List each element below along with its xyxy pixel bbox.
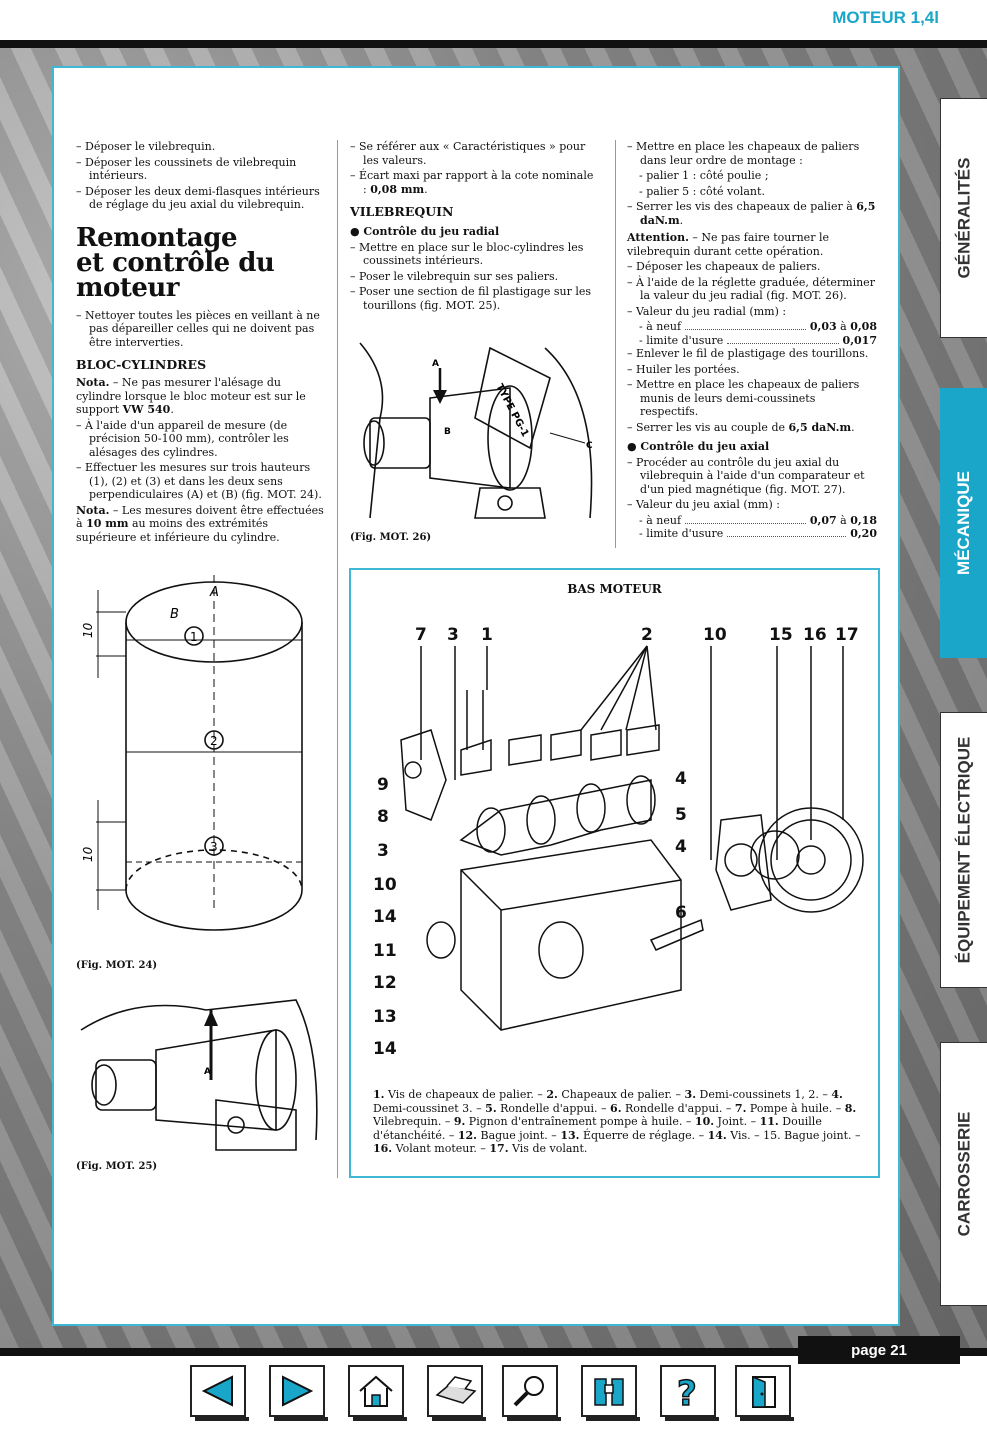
tab-carrosserie[interactable]: CARROSSERIE — [940, 1042, 987, 1306]
svg-text:10: 10 — [373, 875, 397, 895]
nota-1: Nota. – Ne pas mesurer l'alésage du cyli… — [76, 376, 306, 416]
attention-note: Attention. – Ne pas faire tourner le vil… — [627, 231, 829, 258]
svg-text:4: 4 — [675, 837, 687, 857]
svg-text:10: 10 — [703, 625, 727, 645]
svg-text:14: 14 — [373, 907, 397, 927]
column-3: – Mettre en place les chapeaux de palier… — [627, 140, 877, 540]
fig26-label-b: B — [444, 427, 451, 437]
next-icon — [282, 1375, 314, 1407]
legend-item-8: 8. Vilebrequin. – — [373, 1101, 857, 1129]
legend-item-6: 6. Rondelle d'appui. – — [610, 1101, 735, 1115]
figure-mot-26-plastigage: TYPE PG-1 A B C — [350, 338, 602, 528]
figure-mot-24-cylinder: A B 1 2 3 10 10 — [74, 560, 324, 955]
caption-fig-mot-26: (Fig. MOT. 26) — [350, 532, 432, 543]
exit-button[interactable] — [735, 1365, 794, 1421]
bas-moteur-legend: 1. Vis de chapeaux de palier. – 2. Chape… — [373, 1088, 863, 1156]
legend-item-4: 4. Demi-coussinet 3. – — [373, 1088, 843, 1115]
legend-item-16: 16. Volant moteur. – — [373, 1142, 490, 1155]
fig24-label-3: 3 — [210, 840, 218, 854]
print-button[interactable] — [427, 1365, 486, 1421]
heading-vilebrequin: VILEBREQUIN — [350, 204, 454, 219]
previous-page-button[interactable] — [190, 1365, 249, 1421]
legend-item-7: 7. Pompe à huile. – — [734, 1101, 845, 1115]
legend-item-9: 9. Pignon d'entraînement pompe à huile. … — [453, 1115, 695, 1128]
search-icon — [513, 1376, 544, 1407]
svg-text:9: 9 — [377, 775, 389, 795]
home-button[interactable] — [348, 1365, 407, 1421]
fig24-dim-10-top: 10 — [81, 622, 95, 638]
fig24-label-1: 1 — [190, 630, 198, 644]
previous-icon — [201, 1375, 233, 1407]
tab-generalites[interactable]: GÉNÉRALITÉS — [940, 98, 987, 338]
caption-fig-mot-25: (Fig. MOT. 25) — [76, 1161, 158, 1172]
home-icon — [359, 1375, 393, 1407]
svg-text:16: 16 — [803, 625, 827, 645]
bottom-rule — [0, 1348, 987, 1356]
svg-text:15: 15 — [769, 625, 793, 645]
svg-text:2: 2 — [641, 625, 653, 645]
fig24-label-a: A — [209, 585, 219, 600]
svg-text:4: 4 — [675, 769, 687, 789]
fig24-label-b: B — [170, 607, 179, 622]
legend-item-1: 1. Vis de chapeaux de palier. – — [373, 1088, 547, 1101]
bas-moteur-exploded-view: 7 3 1 2 10 15 16 17 9 8 3 10 14 11 12 13… — [373, 625, 864, 1059]
column-1: – Déposer le vilebrequin. – Déposer les … — [76, 140, 324, 544]
fig24-dim-10-bottom: 10 — [81, 846, 95, 862]
figure-mot-25-crankshaft: A — [76, 990, 324, 1152]
heading-bloc-cylindres: BLOC-CYLINDRES — [76, 357, 207, 372]
help-icon: ? — [676, 1373, 697, 1411]
svg-text:17: 17 — [835, 625, 859, 645]
column-divider — [337, 140, 338, 1178]
svg-text:?: ? — [677, 1374, 697, 1411]
exit-icon — [752, 1375, 776, 1408]
svg-text:7: 7 — [415, 625, 427, 645]
svg-text:14: 14 — [373, 1039, 397, 1059]
top-rule — [0, 40, 987, 48]
bas-moteur-title: BAS MOTEUR — [567, 582, 662, 596]
legend-item-14: 14. Vis. – 15. Bague joint. – — [707, 1128, 861, 1142]
binoculars-icon — [594, 1378, 624, 1406]
heading-jeu-axial: ● Contrôle du jeu axial — [627, 440, 770, 453]
fig25-label-a: A — [204, 1067, 211, 1077]
svg-text:1: 1 — [481, 625, 493, 645]
legend-item-13: 13. Équerre de réglage. – — [560, 1128, 708, 1142]
legend-item-12: 12. Bague joint. – — [457, 1128, 561, 1142]
fig24-label-2: 2 — [210, 734, 218, 748]
svg-text:12: 12 — [373, 973, 397, 993]
svg-text:13: 13 — [373, 1007, 397, 1027]
svg-text:11: 11 — [373, 941, 397, 961]
svg-text:3: 3 — [447, 625, 459, 645]
binoculars-button[interactable] — [581, 1365, 640, 1421]
column-2: – Se référer aux « Caractéristiques » po… — [350, 140, 600, 314]
help-button[interactable]: ? — [660, 1365, 719, 1421]
fig26-label-c: C — [586, 441, 593, 451]
section-title-remontage: Remontage et contrôle du moteur — [76, 222, 275, 303]
column-divider — [615, 140, 616, 548]
page-number: page 21 — [798, 1336, 960, 1364]
next-page-button[interactable] — [269, 1365, 328, 1421]
nota-2: Nota. – Les mesures doivent être effectu… — [76, 503, 324, 544]
caption-fig-mot-24: (Fig. MOT. 24) — [76, 960, 158, 971]
heading-jeu-radial: ● Contrôle du jeu radial — [350, 225, 500, 238]
svg-text:5: 5 — [675, 805, 687, 825]
fig26-label-a: A — [432, 359, 439, 369]
bas-moteur-figure: BAS MOTEUR 7 3 1 2 10 15 16 17 9 8 3 10 … — [349, 568, 880, 1178]
svg-text:8: 8 — [377, 807, 389, 827]
print-icon — [435, 1376, 477, 1404]
legend-item-17: 17. Vis de volant. — [489, 1142, 588, 1155]
legend-item-5: 5. Rondelle d'appui. – — [485, 1101, 611, 1115]
svg-text:3: 3 — [377, 841, 389, 861]
search-button[interactable] — [502, 1365, 561, 1421]
legend-item-10: 10. Joint. – — [694, 1115, 760, 1128]
legend-item-11: 11. Douille d'étanchéité. – — [373, 1115, 822, 1142]
tab-equipement-electrique[interactable]: ÉQUIPEMENT ÉLECTRIQUE — [940, 712, 987, 988]
legend-item-2: 2. Chapeaux de palier. – — [546, 1088, 685, 1101]
tab-mecanique[interactable]: MÉCANIQUE — [940, 388, 987, 658]
page-header-title: MOTEUR 1,4l — [832, 8, 939, 27]
legend-item-3: 3. Demi-coussinets 1, 2. – — [684, 1088, 832, 1101]
